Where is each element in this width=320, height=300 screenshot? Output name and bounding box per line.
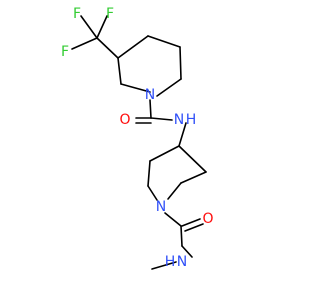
bond-ch2-c [180, 225, 183, 247]
bond-ring1-e [120, 83, 151, 93]
bond-n-ch2 [164, 212, 182, 227]
atom-nitrogen-ring-bottom: N [156, 199, 166, 215]
bond-cf3-f3 [71, 37, 98, 50]
atom-fluorine-1: F [73, 6, 81, 22]
molecule-structure: F F F N O N H N O N H [61, 6, 214, 270]
bond-nh-ring2 [178, 122, 187, 147]
bond-cf3-ring [96, 37, 119, 59]
bond-co2-double-a [181, 218, 201, 227]
bond-ring1-f [117, 57, 122, 85]
bond-ring2-c [147, 185, 158, 201]
bond-nh2-ch3 [151, 261, 177, 270]
atom-nitrogen-amide-bottom: N [177, 254, 187, 270]
bond-c-nh2 [181, 245, 193, 258]
bond-ring2-b [147, 160, 151, 187]
atom-nitrogen-ring-top: N [145, 87, 155, 103]
bond-co2-double-b [184, 223, 204, 232]
bond-ring1-c [179, 46, 182, 80]
atom-fluorine-2: F [106, 6, 114, 22]
atom-hydrogen-amide-top: H [186, 112, 197, 128]
bond-ring2-a [149, 145, 180, 162]
atom-fluorine-3: F [61, 44, 69, 60]
bond-ring1-d [156, 78, 182, 97]
molecule-canvas: F F F N O N H N O N H [61, 6, 214, 270]
bond-cf3-f2 [96, 15, 108, 39]
bonds [71, 15, 207, 270]
atom-nitrogen-amide-top: N [174, 112, 184, 128]
atom-oxygen-carbonyl-top: O [119, 112, 130, 128]
bond-ring1-a [117, 35, 149, 59]
bond-ring2-f [178, 145, 207, 173]
bond-c-nh [150, 117, 173, 121]
bond-ring2-e [180, 171, 207, 184]
bond-n-carbonyl [149, 99, 152, 119]
bond-ring1-b [147, 35, 181, 48]
bond-cf3-f1 [80, 15, 98, 39]
atom-hydrogen-amide-bottom: H [165, 254, 176, 270]
atom-labels: F F F N O N H N O N H [61, 6, 214, 270]
atom-oxygen-carbonyl-bottom: O [202, 211, 213, 227]
bond-ring2-d [167, 182, 182, 200]
